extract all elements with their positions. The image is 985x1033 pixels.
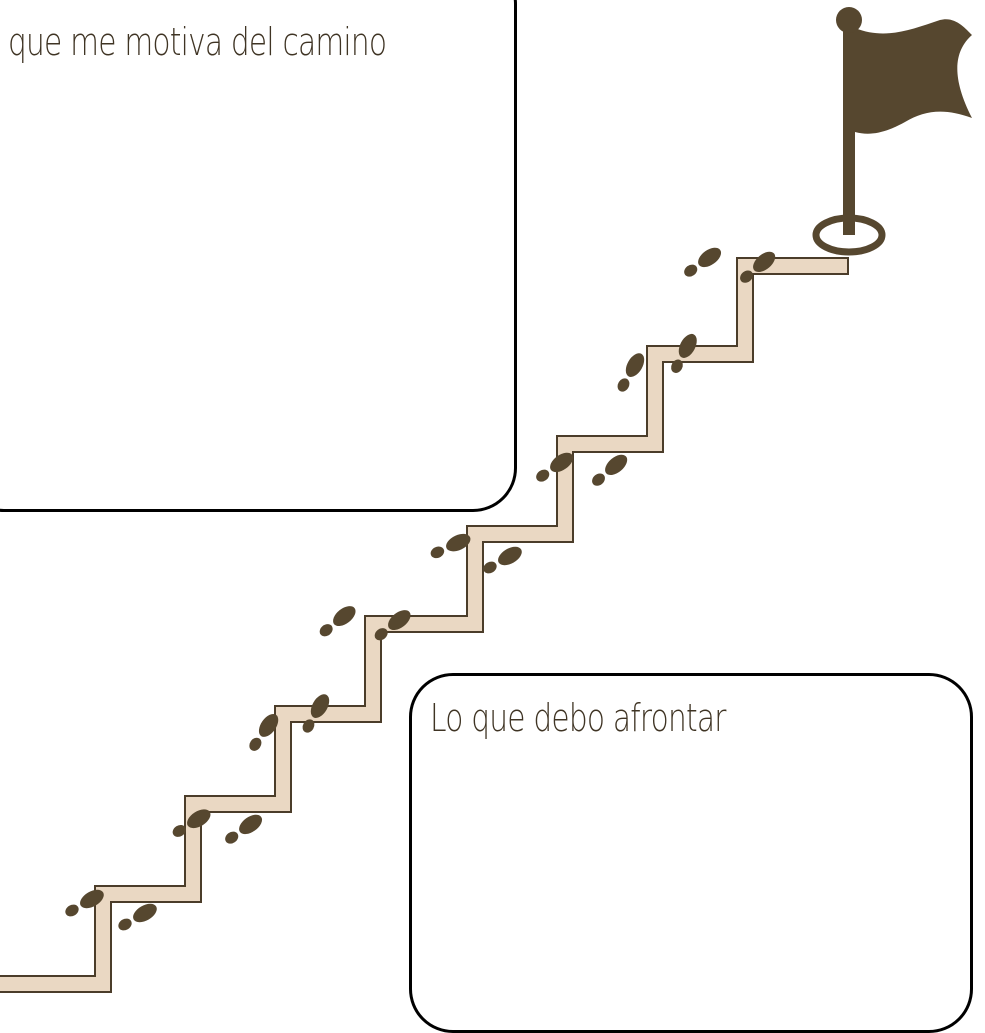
flag-icon	[812, 7, 972, 256]
footprint-icon	[316, 602, 360, 641]
staircase-illustration	[0, 7, 972, 993]
footprint-icon	[588, 450, 631, 490]
staircase-fill	[0, 259, 847, 991]
staircase	[0, 257, 849, 993]
motivation-box	[0, 0, 517, 512]
motivation-box-title: o que me motiva del camino	[0, 20, 387, 64]
footprint-icon	[480, 543, 525, 578]
challenges-box-title: Lo que debo afrontar	[430, 696, 726, 740]
footprint-icon	[221, 810, 266, 848]
footprint-icon	[115, 900, 160, 935]
footprint-icon	[613, 350, 648, 395]
footprint-icon	[680, 243, 725, 281]
